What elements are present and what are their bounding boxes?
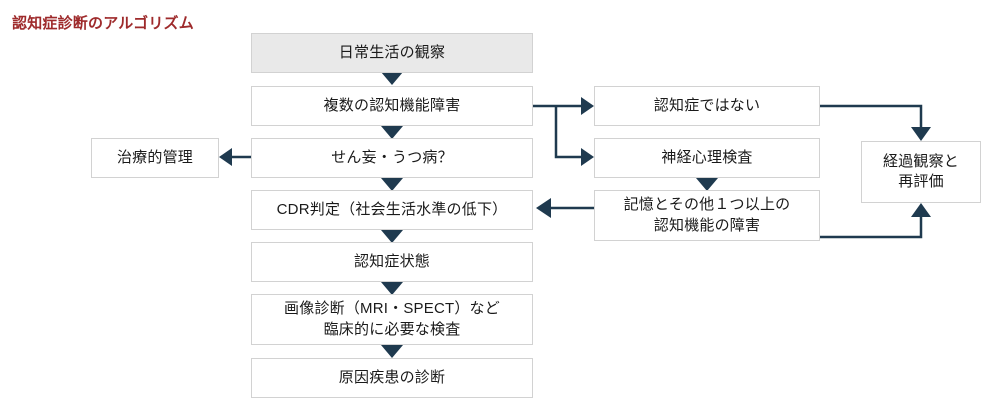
edge-not-dementia-to-followup <box>820 104 931 141</box>
node-imaging-diagnosis-label-line1: 画像診断（MRI・SPECT）など <box>284 300 500 318</box>
node-cdr-judgement[interactable]: CDR判定（社会生活水準の低下） <box>251 190 533 230</box>
node-delirium-depression[interactable]: せん妄・うつ病？ <box>251 138 533 178</box>
node-delirium-depression-label: せん妄・うつ病？ <box>331 148 453 166</box>
edge-delirium-to-therapeutic-management <box>219 148 251 166</box>
node-therapeutic-management[interactable]: 治療的管理 <box>91 138 219 178</box>
node-memory-impairment-label-line1: 記憶とその他１つ以上の <box>623 196 791 214</box>
page-title: 認知症診断のアルゴリズム <box>12 15 194 32</box>
node-neuropsychological-test-label: 神経心理検査 <box>661 148 753 166</box>
edge-multiple-impairment-to-not-dementia <box>533 97 594 115</box>
node-followup-reevaluation-label-line1: 経過観察と <box>882 152 959 170</box>
edge-memory-impairment-to-cdr <box>536 198 594 218</box>
node-daily-observation-label: 日常生活の観察 <box>338 43 446 61</box>
node-multiple-cognitive-impairment-label: 複数の認知機能障害 <box>323 96 461 114</box>
node-not-dementia[interactable]: 認知症ではない <box>594 86 820 126</box>
edge-imaging-to-causal-diagnosis <box>381 345 403 358</box>
node-followup-reevaluation-label-line2: 再評価 <box>898 173 944 190</box>
node-multiple-cognitive-impairment[interactable]: 複数の認知機能障害 <box>251 86 533 126</box>
node-dementia-state-label: 認知症状態 <box>353 252 430 270</box>
node-causal-disease-diagnosis[interactable]: 原因疾患の診断 <box>251 358 533 398</box>
node-imaging-diagnosis[interactable]: 画像診断（MRI・SPECT）など 臨床的に必要な検査 <box>251 294 533 345</box>
node-not-dementia-label: 認知症ではない <box>653 96 761 114</box>
node-imaging-diagnosis-label-line2: 臨床的に必要な検査 <box>323 320 461 338</box>
node-dementia-state[interactable]: 認知症状態 <box>251 242 533 282</box>
node-memory-impairment-label-line2: 認知機能の障害 <box>653 216 761 234</box>
edge-daily-observation-to-multiple-impairment <box>381 72 403 85</box>
edge-memory-impairment-to-followup <box>820 203 931 239</box>
node-therapeutic-management-label: 治療的管理 <box>116 148 193 166</box>
node-cdr-judgement-label: CDR判定（社会生活水準の低下） <box>276 200 508 218</box>
edge-multiple-impairment-to-neuropsych-test <box>554 106 594 166</box>
node-neuropsychological-test[interactable]: 神経心理検査 <box>594 138 820 178</box>
node-followup-reevaluation[interactable]: 経過観察と 再評価 <box>861 141 981 203</box>
node-memory-impairment[interactable]: 記憶とその他１つ以上の 認知機能の障害 <box>594 190 820 241</box>
node-daily-observation[interactable]: 日常生活の観察 <box>251 33 533 73</box>
node-causal-disease-diagnosis-label: 原因疾患の診断 <box>338 368 446 386</box>
